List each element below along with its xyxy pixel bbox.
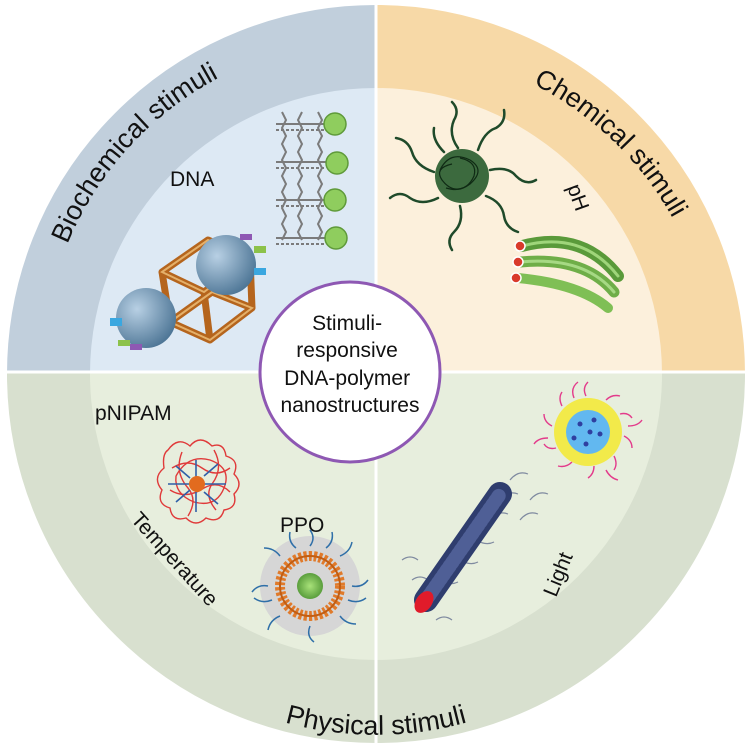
center-circle [258,280,442,464]
green-nanoparticles [323,112,349,250]
filament-illustration [510,235,624,313]
pnipam-label: pNIPAM [95,402,172,425]
center-title-line-4: nanostructures [281,394,420,417]
outer-ring-border [5,3,747,745]
center-title: Stimuli- responsive DNA-polymer nanostru… [281,312,420,417]
nanotube-illustration [401,472,549,621]
ppo-label: PPO [280,514,324,537]
light-micelle-illustration [533,381,643,481]
center-title-line-2: responsive [296,339,398,362]
dna-label: DNA [170,168,214,191]
center-title-line-3: DNA-polymer [284,367,410,390]
pnipam-nanoparticle-illustration [156,439,240,524]
micelle-illustration [388,100,538,252]
ppo-micelle-illustration [251,529,369,643]
dna-cube-assembly-illustration [110,234,266,350]
dna-scaffold-illustration [276,111,326,245]
center-title-line-1: Stimuli- [312,312,382,335]
